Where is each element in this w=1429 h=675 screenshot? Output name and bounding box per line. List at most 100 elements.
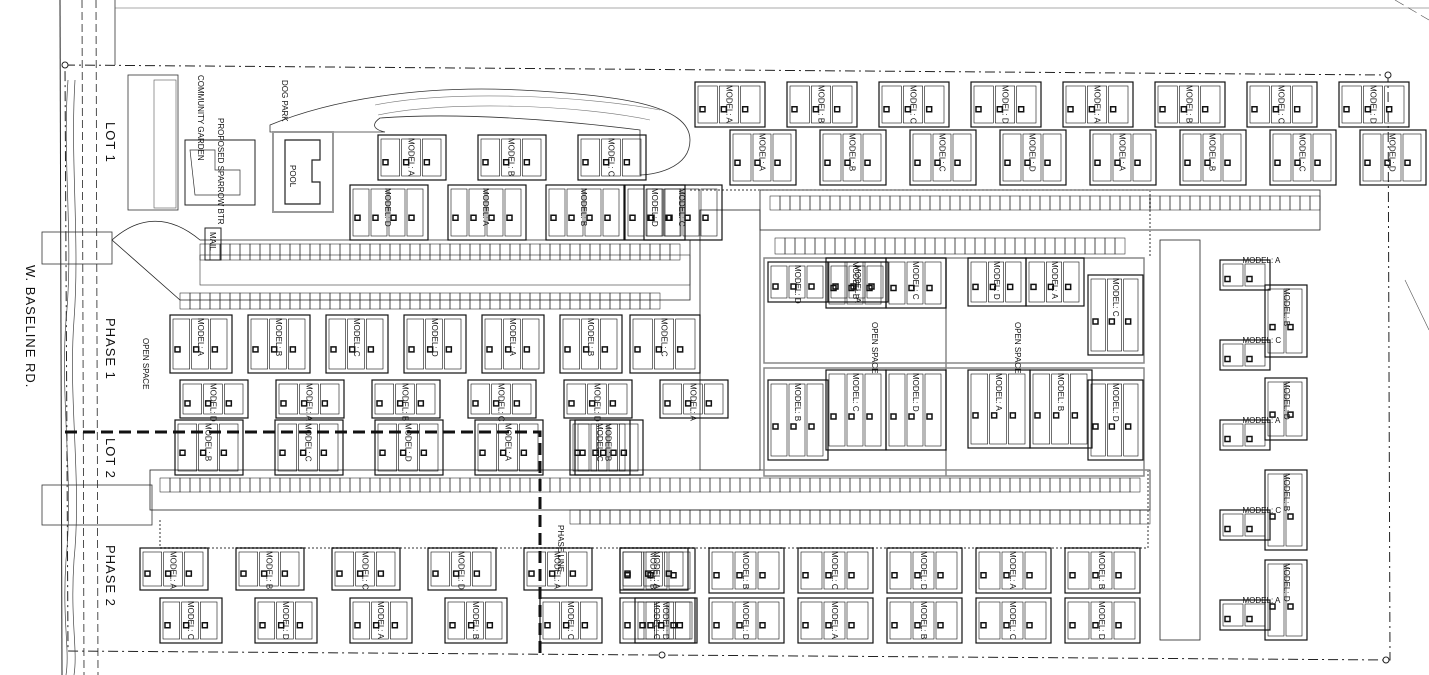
parking-stall — [279, 477, 291, 493]
parking-stall — [904, 237, 916, 255]
parking-stall — [609, 292, 621, 310]
parking-stall — [219, 292, 231, 310]
parking-stall — [1069, 195, 1081, 211]
unit-outline — [401, 138, 421, 177]
parking-stall — [309, 292, 321, 310]
unit-outline — [1222, 513, 1244, 537]
parking-stall — [639, 292, 651, 310]
unit-detail — [1343, 106, 1350, 113]
unit-detail — [1251, 106, 1258, 113]
parking-stall — [579, 477, 591, 493]
model-label: MODEL: C — [361, 551, 370, 590]
parking-stall — [1089, 509, 1101, 525]
model-label: MODEL: D — [1097, 601, 1106, 640]
unit-detail — [914, 622, 921, 629]
parking-stall — [599, 292, 611, 310]
building-cluster — [1064, 547, 1141, 594]
parking-stall — [449, 243, 461, 261]
parking-stall — [999, 195, 1011, 211]
parking-stall — [339, 477, 351, 493]
model-label: MODEL: A — [853, 265, 862, 303]
unit-detail — [802, 572, 809, 579]
model-label: MODEL: A — [407, 138, 416, 176]
parking-stall — [329, 243, 341, 261]
unit-detail — [623, 159, 631, 166]
unit-detail — [144, 570, 151, 577]
unit-outline — [299, 383, 319, 415]
unit-detail — [1404, 159, 1411, 166]
parcel-line — [1404, 279, 1429, 331]
parking-stall — [839, 477, 851, 493]
unit-detail — [482, 159, 489, 166]
unit-detail — [647, 214, 654, 221]
building-cluster — [1029, 369, 1093, 449]
unit-outline — [846, 261, 864, 305]
unit-outline — [425, 318, 443, 370]
unit-detail — [972, 283, 979, 291]
parking-stall — [249, 243, 261, 261]
phase-2-label: PHASE 2 — [103, 545, 118, 607]
parking-stall — [299, 243, 311, 261]
unit-detail — [1385, 106, 1393, 113]
parking-stall — [589, 243, 601, 261]
parking-stall — [579, 292, 591, 310]
unit-detail — [891, 572, 898, 579]
model-label: MODEL: B — [1282, 473, 1291, 511]
model-label: MODEL: A — [1008, 551, 1017, 589]
parking-stall — [959, 195, 971, 211]
model-label: MODEL: D — [911, 373, 920, 412]
parking-stall — [279, 243, 291, 261]
parking-stall — [1024, 237, 1036, 255]
building-cluster — [1154, 81, 1226, 128]
parking-stall — [359, 243, 371, 261]
parking-stall — [749, 477, 761, 493]
model-label: MODEL: A — [305, 383, 314, 421]
parking-stall — [1054, 237, 1066, 255]
parking-stall — [939, 509, 951, 525]
unit-detail — [609, 400, 617, 407]
lot-1-label: LOT 1 — [103, 122, 118, 163]
model-label: MODEL: D — [209, 383, 218, 422]
model-label: MODEL: D — [457, 551, 466, 590]
unit-detail — [639, 622, 646, 629]
parking-stall — [369, 477, 381, 493]
unit-outline — [1107, 278, 1122, 352]
model-label: MODEL: D — [1369, 85, 1378, 124]
parking-stall — [869, 477, 881, 493]
parking-stall — [199, 292, 211, 310]
building-cluster — [797, 597, 874, 644]
unit-outline — [377, 423, 397, 472]
unit-detail — [502, 159, 510, 166]
model-label: MODEL: D — [793, 265, 802, 304]
unit-detail — [634, 346, 641, 353]
building-cluster — [247, 314, 311, 374]
unit-outline — [548, 188, 566, 237]
unit-detail — [1274, 159, 1281, 166]
unit-outline — [406, 318, 424, 370]
unit-detail — [211, 346, 219, 353]
parking-stall — [1039, 195, 1051, 211]
unit-outline — [924, 261, 942, 305]
model-label: MODEL: C — [1277, 85, 1286, 124]
unit-detail — [520, 449, 528, 456]
unit-outline — [466, 601, 484, 640]
parking-stall — [1129, 509, 1141, 525]
unit-detail — [914, 159, 921, 166]
unit-detail — [1071, 412, 1079, 419]
parking-stall — [179, 292, 191, 310]
parking-stall — [1239, 195, 1251, 211]
parking-stall — [1029, 477, 1041, 493]
unit-outline — [562, 318, 580, 370]
parking-stall — [159, 477, 171, 493]
unit-outline — [1182, 133, 1202, 182]
parking-stall — [389, 243, 401, 261]
unit-detail — [647, 572, 654, 579]
building-cluster — [371, 379, 441, 419]
building-cluster — [729, 129, 797, 186]
parking-stall — [609, 243, 621, 261]
unit-outline — [675, 318, 696, 370]
unit-detail — [926, 284, 933, 292]
unit-detail — [825, 572, 832, 579]
parking-stall — [249, 477, 261, 493]
parking-stall — [479, 243, 491, 261]
